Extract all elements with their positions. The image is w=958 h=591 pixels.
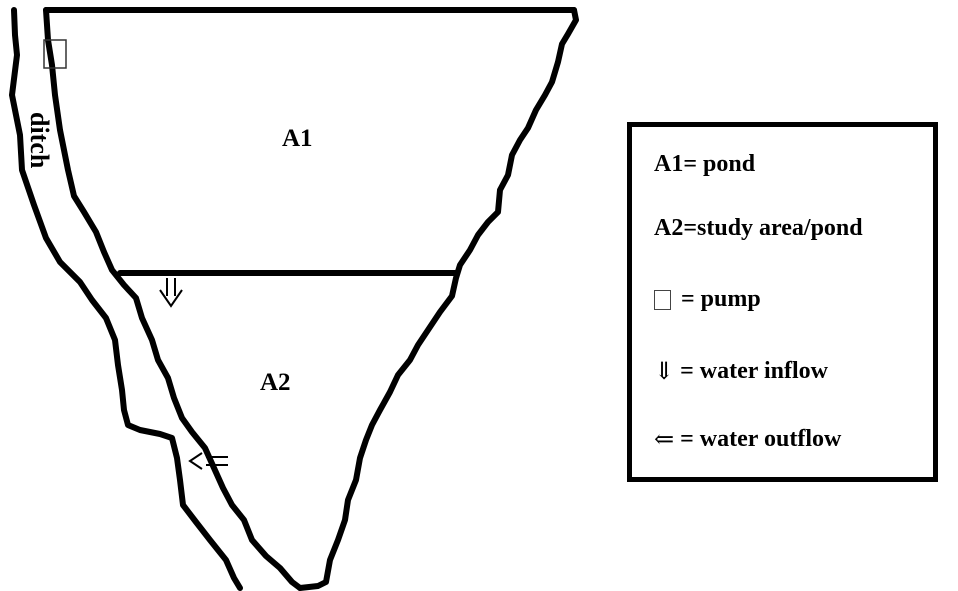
pump-square-icon [654, 289, 671, 310]
pump-icon [43, 39, 67, 69]
legend-item-outflow: ⇐ = water outflow [654, 425, 841, 454]
legend-item-a2: A2=study area/pond [654, 215, 863, 242]
legend-text: A1= pond [654, 151, 756, 177]
water-outflow-arrow-icon [188, 452, 228, 470]
legend-item-inflow: ⇓ = water inflow [654, 357, 828, 386]
area-label-a2: A2 [260, 369, 291, 396]
legend-item-a1: A1= pond [654, 151, 755, 178]
legend-text: = water inflow [674, 358, 828, 384]
inflow-arrow-icon: ⇓ [654, 359, 675, 385]
legend-text: = pump [675, 286, 761, 312]
legend-box: A1= pond A2=study area/pond = pump ⇓ = w… [627, 122, 938, 482]
legend-item-pump: = pump [654, 286, 761, 313]
ditch-label: ditch [25, 112, 54, 169]
ditch-right-bank [43, 7, 303, 591]
ditch-left-bank [9, 7, 243, 591]
legend-text: A2=study area/pond [654, 215, 863, 241]
pond-right-edge [297, 7, 579, 591]
area-label-a1: A1 [282, 125, 313, 152]
legend-text: = water outflow [674, 426, 842, 452]
water-inflow-arrow-icon [159, 278, 183, 308]
outflow-arrow-icon: ⇐ [654, 427, 675, 453]
